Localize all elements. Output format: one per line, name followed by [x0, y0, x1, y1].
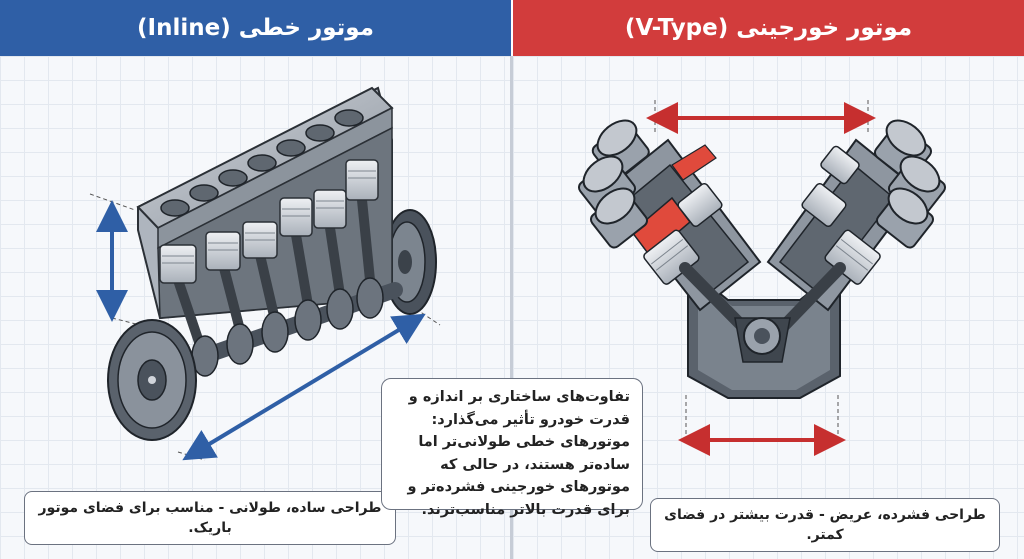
panel-divider: [510, 56, 513, 559]
guide-line: [177, 451, 206, 461]
inline-engine-header: موتور خطی (Inline): [0, 0, 511, 56]
v-type-engine-drawing: [577, 100, 947, 456]
comparison-summary-note: تفاوت‌های ساختاری بر اندازه و قدرت خودرو…: [381, 378, 643, 518]
inline-engine-caption: طراحی ساده، طولانی - مناسب برای فضای موت…: [24, 491, 396, 545]
inline-length-arrow: [182, 313, 426, 461]
v-type-crankshaft: [734, 317, 791, 363]
inline-engine-title: موتور خطی (Inline): [137, 15, 374, 41]
v-type-right-bank: [766, 119, 947, 334]
inline-engine-drawing: [89, 86, 441, 461]
v-type-engine-header: موتور خورجینی (V-Type): [513, 0, 1024, 56]
v-type-engine-caption: طراحی فشرده، عریض - قدرت بیشتر در فضای ک…: [650, 498, 1000, 552]
inline-pistons: [159, 159, 379, 347]
guide-line: [89, 193, 136, 211]
v-type-engine-title: موتور خورجینی (V-Type): [624, 15, 913, 41]
inline-cylinder-bores: [160, 109, 364, 217]
inline-front-pulley: [107, 319, 197, 441]
v-type-left-bank: [577, 119, 762, 334]
guide-line: [409, 304, 441, 326]
